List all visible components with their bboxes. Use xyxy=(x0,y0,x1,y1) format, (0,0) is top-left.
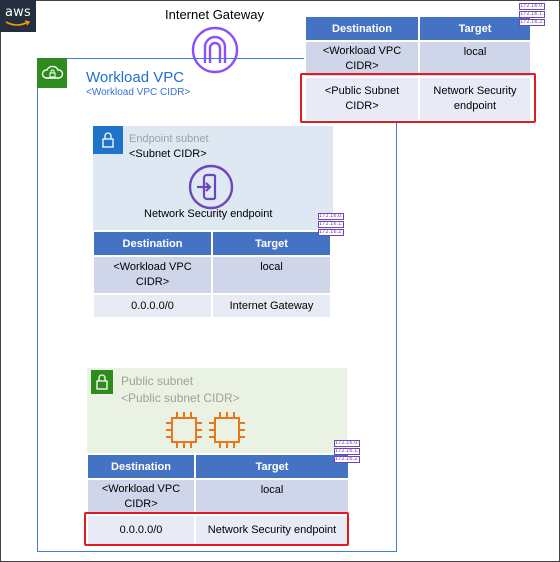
network-security-endpoint-label: Network Security endpoint xyxy=(144,208,273,220)
cloud-lock-icon xyxy=(37,58,67,88)
lock-icon xyxy=(93,126,123,154)
target-cell: local xyxy=(213,257,330,293)
aws-smile-icon xyxy=(5,20,31,26)
highlight-box xyxy=(300,73,536,123)
destination-header: Destination xyxy=(306,17,418,40)
aws-logo-text: aws xyxy=(5,5,31,20)
public-subnet-title: Public subnet xyxy=(121,374,194,388)
table-row: <Workload VPC CIDR> local xyxy=(88,480,348,514)
target-cell: local xyxy=(420,42,530,76)
public-subnet-cidr: <Public subnet CIDR> xyxy=(121,391,240,405)
route-line: 172.16.0.0 xyxy=(519,3,545,10)
target-cell: Internet Gateway xyxy=(213,295,330,317)
vpc-cidr: <Workload VPC CIDR> xyxy=(86,87,191,98)
route-line: 172.16.1.0 xyxy=(318,221,344,228)
route-table-icon: 172.16.0.0 172.16.1.0 172.16.2.0 xyxy=(318,213,344,237)
endpoint-subnet-cidr: <Subnet CIDR> xyxy=(129,148,207,160)
route-line: 172.16.1.0 xyxy=(519,11,545,18)
endpoint-subnet-title: Endpoint subnet xyxy=(129,133,209,145)
target-cell: local xyxy=(196,480,348,514)
route-table-icon: 172.16.0.0 172.16.1.0 172.16.2.0 xyxy=(519,3,545,27)
table-row: <Workload VPC CIDR> local xyxy=(94,257,330,293)
destination-cell: <Workload VPC CIDR> xyxy=(94,257,211,293)
route-line: 172.16.2.0 xyxy=(334,456,360,463)
table-row: 0.0.0.0/0 Internet Gateway xyxy=(94,295,330,317)
target-header: Target xyxy=(420,17,530,40)
destination-cell: 0.0.0.0/0 xyxy=(94,295,211,317)
table-header-row: Destination Target xyxy=(94,232,330,255)
endpoint-route-table: Destination Target <Workload VPC CIDR> l… xyxy=(92,230,332,319)
ec2-instance-icon xyxy=(206,409,248,456)
target-cell: Network Security endpoint xyxy=(196,516,348,544)
route-line: 172.16.0.0 xyxy=(334,440,360,447)
internet-gateway-icon xyxy=(190,25,240,80)
route-line: 172.16.0.0 xyxy=(318,213,344,220)
aws-logo: aws xyxy=(0,0,36,32)
internet-gateway-title: Internet Gateway xyxy=(165,7,264,22)
destination-cell: 0.0.0.0/0 xyxy=(88,516,194,544)
route-line: 172.16.2.0 xyxy=(318,229,344,236)
ec2-instance-icon xyxy=(163,409,205,456)
target-header: Target xyxy=(213,232,330,255)
igw-route-table: Destination Target <Workload VPC CIDR> l… xyxy=(304,15,532,122)
table-row: <Public Subnet CIDR> Network Security en… xyxy=(306,78,530,120)
workload-vpc-container xyxy=(37,58,397,552)
highlight-box xyxy=(84,512,349,546)
route-table-icon: 172.16.0.0 172.16.1.0 172.16.2.0 xyxy=(334,440,360,464)
table-header-row: Destination Target xyxy=(88,455,348,478)
target-cell: Network Security endpoint xyxy=(420,78,530,120)
network-firewall-endpoint-icon xyxy=(186,163,236,216)
lock-icon xyxy=(91,370,113,394)
route-line: 172.16.1.0 xyxy=(334,448,360,455)
route-line: 172.16.2.0 xyxy=(519,19,545,26)
destination-cell: <Workload VPC CIDR> xyxy=(306,42,418,76)
destination-header: Destination xyxy=(94,232,211,255)
public-route-table: Destination Target <Workload VPC CIDR> l… xyxy=(86,453,350,546)
vpc-title: Workload VPC xyxy=(86,69,185,86)
target-header: Target xyxy=(196,455,348,478)
table-row: <Workload VPC CIDR> local xyxy=(306,42,530,76)
table-row: 0.0.0.0/0 Network Security endpoint xyxy=(88,516,348,544)
destination-cell: <Workload VPC CIDR> xyxy=(88,480,194,514)
table-header-row: Destination Target xyxy=(306,17,530,40)
destination-cell: <Public Subnet CIDR> xyxy=(306,78,418,120)
endpoint-subnet-container xyxy=(93,126,333,234)
destination-header: Destination xyxy=(88,455,194,478)
